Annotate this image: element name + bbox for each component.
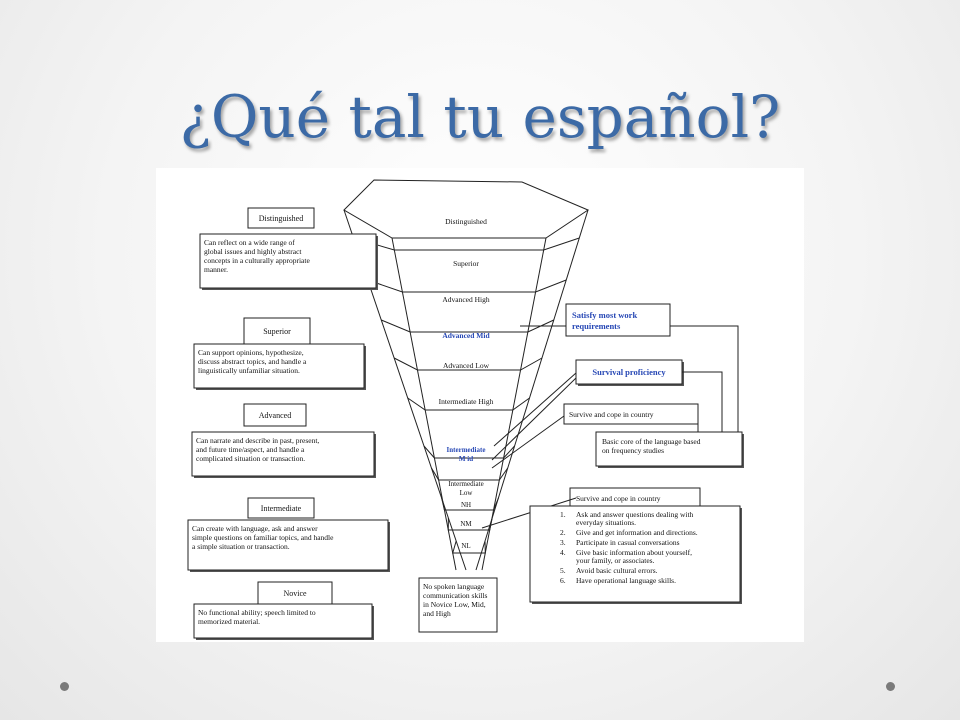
- survival-skill-line: Give and get information and directions.: [576, 528, 698, 537]
- level-description-line: No functional ability; speech limited to: [198, 608, 316, 617]
- cone-tier-band: [407, 397, 530, 411]
- basic-core-line: Basic core of the language based: [602, 437, 701, 446]
- level-description-line: concepts in a culturally appropriate: [204, 256, 310, 265]
- level-description-line: discuss abstract topics, and handle a: [198, 357, 307, 366]
- cone-wall-right-outer: [475, 209, 589, 571]
- level-description-line: Can narrate and describe in past, presen…: [196, 436, 319, 445]
- survival-skills-box: [529, 505, 741, 603]
- cone-level-label: Distinguished: [445, 217, 487, 226]
- survival-skill-number: 2.: [560, 528, 566, 537]
- cone-level-label: Superior: [453, 259, 479, 268]
- cone-wall-right-inner: [481, 237, 547, 571]
- cone-top-cap: [343, 179, 590, 239]
- cone-level-label: NH: [461, 501, 471, 509]
- connector-survival-bracket: [682, 371, 723, 432]
- level-description-line: linguistically unfamiliar situation.: [198, 366, 300, 375]
- level-description-line: and future time/aspect, and handle a: [196, 445, 305, 454]
- survival-skill-line: everyday situations.: [576, 518, 636, 527]
- connector-survival-1: [493, 372, 577, 447]
- cone-level-label: Advanced Low: [443, 361, 490, 370]
- level-title-box: [247, 497, 315, 519]
- novice-note-line: No spoken language: [423, 582, 485, 591]
- connector-survive-cope-1: [491, 415, 565, 469]
- level-description-line: a simple situation or transaction.: [192, 542, 290, 551]
- level-description-line: manner.: [204, 265, 228, 274]
- cone-level-label: Intermediate: [448, 480, 483, 488]
- level-title-label: Distinguished: [259, 214, 303, 223]
- level-description-line: Can support opinions, hypothesize,: [198, 348, 304, 357]
- level-description-box: [187, 519, 389, 571]
- level-description-line: Can create with language, ask and answer: [192, 524, 318, 533]
- level-title-box: [247, 207, 315, 229]
- survival-skill-line: Give basic information about yourself,: [576, 548, 692, 557]
- cone-tier-band: [423, 445, 515, 459]
- basic-core-line: on frequency studies: [602, 446, 664, 455]
- level-title-label: Superior: [263, 327, 291, 336]
- level-title-label: Novice: [283, 589, 307, 598]
- survival-skill-number: 4.: [560, 548, 566, 557]
- cone-level-label: M id: [459, 455, 473, 463]
- level-description-box: [199, 233, 377, 289]
- cone-level-label: Intermediate: [447, 446, 486, 454]
- cone-level-label: Low: [460, 489, 474, 497]
- survival-skill-line: Have operational language skills.: [576, 576, 676, 585]
- novice-note-box: [418, 577, 498, 633]
- connector-work-bracket: [670, 325, 739, 432]
- novice-note-line: in Novice Low, Mid,: [423, 600, 486, 609]
- survival-skill-line: Participate in casual conversations: [576, 538, 680, 547]
- level-description-line: complicated situation or transaction.: [196, 454, 305, 463]
- cone-tier-band: [441, 497, 499, 511]
- work-requirements-label: Satisfy most work: [572, 310, 637, 320]
- survival-skill-number: 5.: [560, 566, 566, 575]
- level-description-box: [193, 603, 373, 639]
- novice-note-line: and High: [423, 609, 451, 618]
- cone-tier-band: [367, 279, 567, 293]
- survival-skill-line: Avoid basic cultural errors.: [576, 566, 658, 575]
- cone-tier-band: [447, 517, 493, 531]
- cone-level-label: Advanced High: [442, 295, 490, 304]
- level-description-line: memorized material.: [198, 617, 260, 626]
- level-title-box: [243, 403, 307, 427]
- survival-skill-line: your family, or associates.: [576, 556, 655, 565]
- survival-skill-line: Ask and answer questions dealing with: [576, 510, 694, 519]
- level-description-line: simple questions on familiar topics, and…: [192, 533, 334, 542]
- connector-survive-cope-2: [481, 497, 577, 529]
- survive-cope-label-1: Survive and cope in country: [569, 410, 654, 419]
- survive-cope-label-2: Survive and cope in country: [576, 494, 661, 503]
- cone-level-label: Intermediate High: [439, 397, 494, 406]
- level-title-label: Advanced: [259, 411, 291, 420]
- level-description-box: [191, 431, 375, 477]
- level-description-line: global issues and highly abstract: [204, 247, 302, 256]
- connector-survival-2: [491, 377, 577, 461]
- cone-tier-band: [393, 357, 543, 371]
- work-requirements-label: requirements: [572, 321, 621, 331]
- survival-skill-number: 1.: [560, 510, 566, 519]
- cone-level-label: NM: [460, 520, 472, 528]
- level-description-line: Can reflect on a wide range of: [204, 238, 295, 247]
- level-title-label: Intermediate: [261, 504, 302, 513]
- basic-core-box: [595, 431, 743, 467]
- cone-level-label: Advanced Mid: [442, 331, 490, 340]
- survival-skill-number: 6.: [560, 576, 566, 585]
- level-title-box: [243, 317, 311, 345]
- slide-title: ¿Qué tal tu español?: [179, 83, 781, 151]
- survival-proficiency-label: Survival proficiency: [592, 367, 666, 377]
- level-description-box: [193, 343, 365, 389]
- cone-level-label: NL: [461, 542, 470, 550]
- cone-wall-left-inner: [391, 237, 457, 571]
- novice-note-line: communication skills: [423, 591, 487, 600]
- cone-tier-band: [452, 540, 486, 554]
- survival-skill-number: 3.: [560, 538, 566, 547]
- work-requirements-box: [565, 303, 671, 337]
- cone-tier-band: [431, 467, 509, 481]
- nav-dot-left[interactable]: [60, 682, 69, 691]
- survival-proficiency-box: [575, 359, 683, 385]
- nav-dot-right[interactable]: [886, 682, 895, 691]
